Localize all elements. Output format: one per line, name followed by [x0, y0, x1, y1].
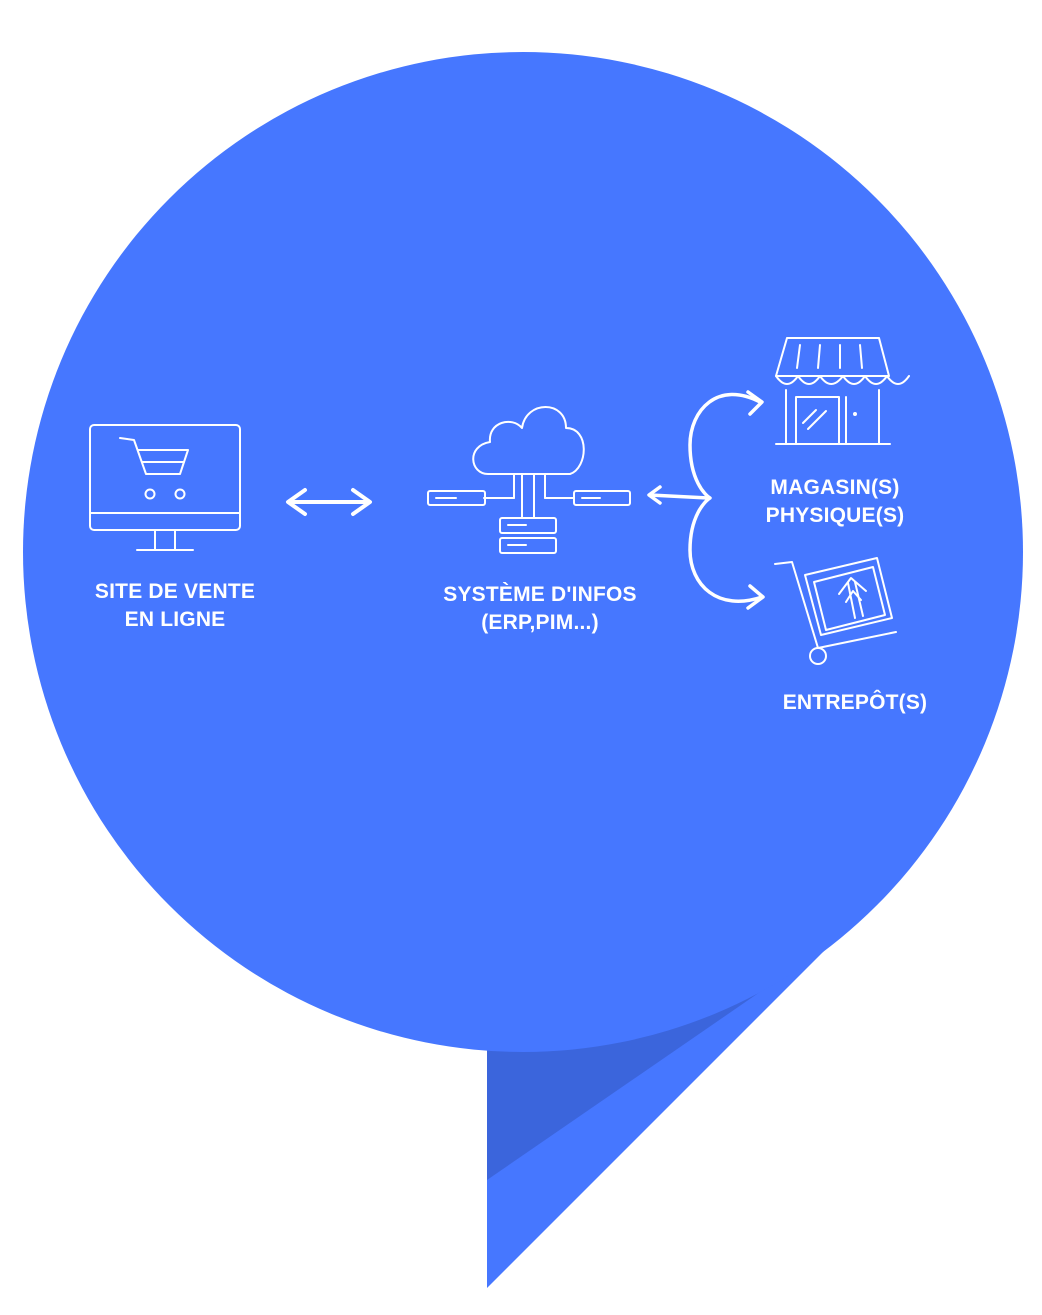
- curly-brace-arrows-icon: [647, 390, 765, 610]
- store-label-line2: PHYSIQUE(S): [765, 504, 905, 527]
- system-label-line1: SYSTÈME D'INFOS: [443, 583, 637, 606]
- warehouse-label-line1: ENTREPÔT(S): [782, 691, 928, 714]
- site-label: SITE DE VENTE EN LIGNE: [60, 578, 290, 634]
- store-label-line1: MAGASIN(S): [770, 476, 900, 499]
- warehouse-label: ENTREPÔT(S): [755, 689, 955, 717]
- system-label: SYSTÈME D'INFOS (ERP,PIM...): [410, 581, 670, 637]
- site-label-line1: SITE DE VENTE: [94, 580, 256, 603]
- double-arrow-icon: [286, 488, 372, 516]
- cloud-server-icon: [427, 406, 631, 554]
- system-label-line2: (ERP,PIM...): [481, 611, 599, 634]
- monitor-shopping-cart-icon: [89, 424, 241, 551]
- store-label: MAGASIN(S) PHYSIQUE(S): [740, 474, 930, 530]
- hand-truck-box-icon: [774, 557, 897, 665]
- site-label-line2: EN LIGNE: [124, 608, 226, 631]
- storefront-icon: [775, 337, 910, 445]
